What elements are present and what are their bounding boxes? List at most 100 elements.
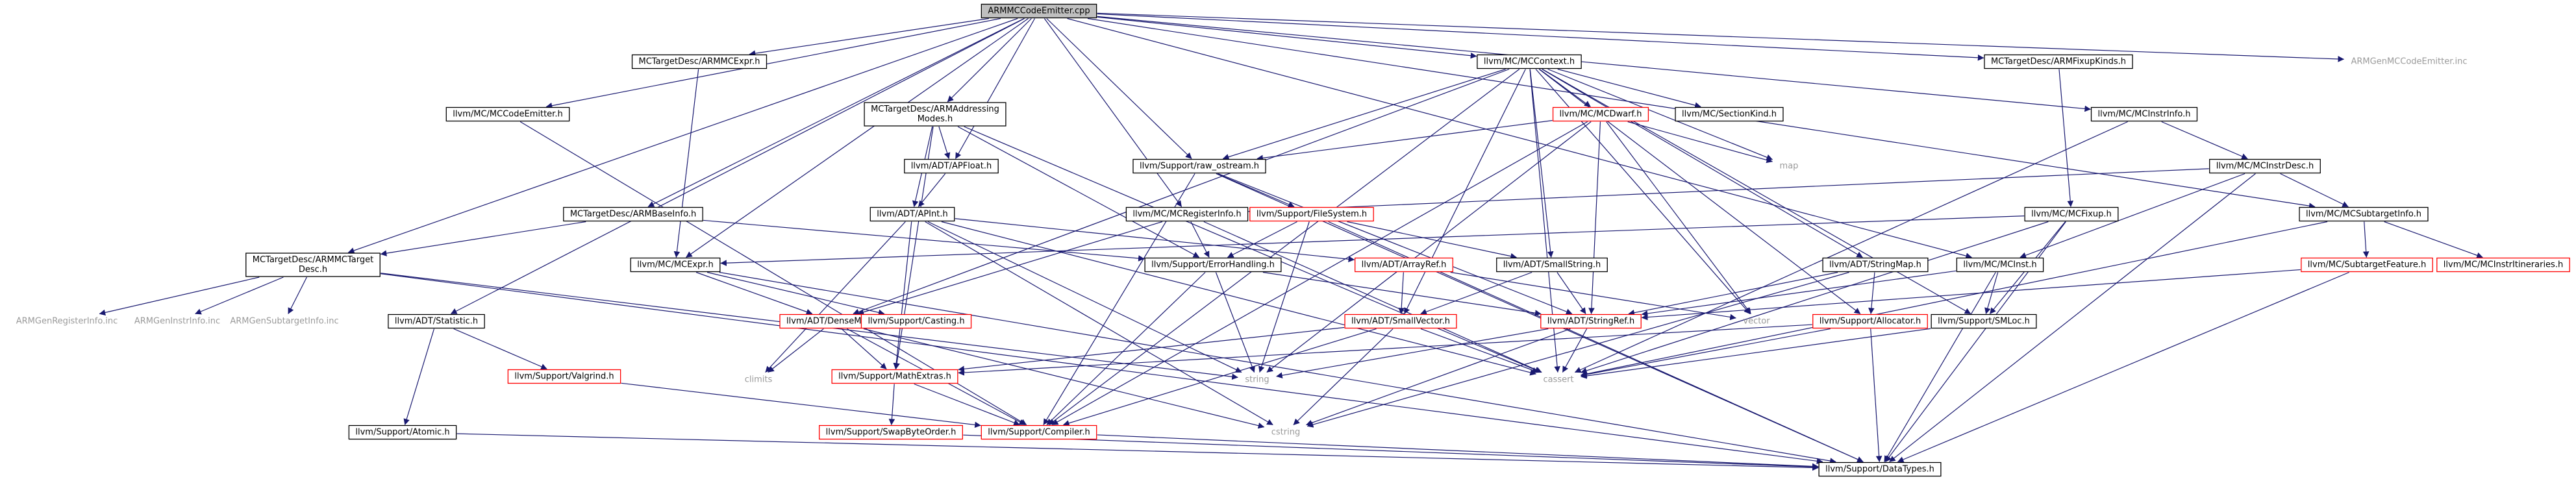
node-box <box>864 102 1007 127</box>
edge-mcreginfo-to-errorhandling <box>1190 221 1210 258</box>
include-edge <box>403 328 435 425</box>
include-edge <box>893 221 912 369</box>
node-arrayref[interactable]: llvm/ADT/ArrayRef.h <box>1355 257 1453 273</box>
include-edge <box>1063 328 1377 426</box>
node-armbaseinfo[interactable]: MCTargetDesc/ARMBaseInfo.h <box>563 206 703 222</box>
node-label: llvm/MC/MCInstrDesc.h <box>2216 162 2314 171</box>
node-stringmap[interactable]: llvm/ADT/StringMap.h <box>1822 257 1929 273</box>
include-edge <box>1627 121 1773 164</box>
node-densemap[interactable]: llvm/ADT/DenseMap.h <box>779 314 887 329</box>
include-edge <box>1420 271 1532 315</box>
node-mathextras[interactable]: llvm/Support/MathExtras.h <box>831 369 958 384</box>
node-smallstring[interactable]: llvm/ADT/SmallString.h <box>1496 257 1608 273</box>
node-statistic[interactable]: llvm/ADT/Statistic.h <box>388 314 485 329</box>
include-edge <box>841 328 887 369</box>
node-label: MCTargetDesc/ARMMCTarget <box>253 255 373 265</box>
include-edge <box>1557 272 1586 314</box>
node-genreginfo: ARMGenRegisterInfo.inc <box>16 317 118 327</box>
node-box <box>2436 257 2570 273</box>
node-stringref[interactable]: llvm/ADT/StringRef.h <box>1540 314 1642 329</box>
edge-root-to-mctx <box>1097 16 1477 59</box>
edge-mctx-to-stringmap <box>1542 68 1863 258</box>
node-label: llvm/Support/SMLoc.h <box>1938 317 2030 327</box>
node-swapbyteorder[interactable]: llvm/Support/SwapByteOrder.h <box>819 425 963 440</box>
node-mcinst[interactable]: llvm/MC/MCInst.h <box>1956 257 2044 273</box>
node-smloc[interactable]: llvm/Support/SMLoc.h <box>1931 314 2037 329</box>
edge-addrmodes-to-apfloat <box>938 126 951 159</box>
edge-mcinstrinfo-to-mcinstrdesc <box>2161 121 2248 160</box>
node-casting[interactable]: llvm/Support/Casting.h <box>860 314 972 329</box>
include-edge <box>1216 173 1864 463</box>
node-cstring: cstring <box>1271 428 1300 438</box>
include-edge <box>1581 328 1931 379</box>
node-gensubinfo: ARMGenSubtargetInfo.inc <box>230 317 338 327</box>
include-edge <box>288 277 307 314</box>
node-label: llvm/ADT/DenseMap.h <box>786 317 880 327</box>
node-box <box>1125 206 1249 222</box>
edge-armmctarget-to-datatypes <box>381 273 1823 465</box>
include-edge <box>1588 121 1601 314</box>
include-edge <box>673 69 699 258</box>
include-edge <box>1581 221 2049 374</box>
node-mcinstrit[interactable]: llvm/MC/MCInstrItineraries.h <box>2436 257 2570 273</box>
node-compiler[interactable]: llvm/Support/Compiler.h <box>981 425 1097 440</box>
node-errorhandling[interactable]: llvm/Support/ErrorHandling.h <box>1144 257 1282 273</box>
node-fixupkinds[interactable]: MCTargetDesc/ARMFixupKinds.h <box>1984 54 2133 69</box>
include-edge <box>857 221 1163 315</box>
include-edge <box>707 271 885 316</box>
include-edge <box>1574 121 2128 373</box>
node-apfloat[interactable]: llvm/ADT/APFloat.h <box>904 158 999 174</box>
node-geninstrinfo: ARMGenInstrInfo.inc <box>134 317 220 327</box>
node-armmcexpr[interactable]: MCTargetDesc/ARMMCExpr.h <box>631 54 768 69</box>
node-datatypes[interactable]: llvm/Support/DataTypes.h <box>1818 462 1942 477</box>
edge-stringref-to-string <box>1276 328 1549 378</box>
node-box <box>1496 257 1608 273</box>
include-edge <box>1097 434 1819 470</box>
node-mccodeemitter[interactable]: llvm/MC/MCCodeEmitter.h <box>445 106 570 122</box>
node-string: string <box>1245 375 1269 385</box>
edge-subfeature-to-stringref <box>1641 269 2301 321</box>
node-box <box>1144 257 1282 273</box>
node-filesystem[interactable]: llvm/Support/FileSystem.h <box>1249 206 1374 222</box>
node-mcexpr[interactable]: llvm/MC/MCExpr.h <box>630 257 721 273</box>
node-mcinstrdesc[interactable]: llvm/MC/MCInstrDesc.h <box>2209 158 2321 174</box>
node-subfeature[interactable]: llvm/MC/SubtargetFeature.h <box>2301 257 2433 273</box>
edge-root-to-apfloat <box>955 18 1036 159</box>
node-mcinstrinfo[interactable]: llvm/MC/MCInstrInfo.h <box>2090 106 2198 122</box>
node-apint[interactable]: llvm/ADT/APInt.h <box>869 206 955 222</box>
node-rawostream[interactable]: llvm/Support/raw_ostream.h <box>1132 158 1266 174</box>
node-box <box>831 369 958 384</box>
edge-addrmodes-to-errorhandling <box>957 126 1200 258</box>
node-atomic[interactable]: llvm/Support/Atomic.h <box>348 425 457 440</box>
include-edge <box>1248 168 2209 215</box>
edge-apint-to-mathextras <box>893 221 912 369</box>
node-mcdwarf[interactable]: llvm/MC/MCDwarf.h <box>1552 106 1649 122</box>
node-sectionkind[interactable]: llvm/MC/SectionKind.h <box>1675 106 1784 122</box>
include-edge <box>1557 68 1701 108</box>
node-root[interactable]: ARMMCCodeEmitter.cpp <box>981 3 1097 19</box>
node-box <box>445 106 570 122</box>
node-box <box>507 369 621 384</box>
node-mcsubinfo[interactable]: llvm/MC/MCSubtargetInfo.h <box>2299 206 2429 222</box>
node-label: llvm/Support/Compiler.h <box>988 428 1090 438</box>
include-edge <box>695 271 813 315</box>
edge-root-to-armmcexpr <box>749 18 989 56</box>
node-label: llvm/Support/FileSystem.h <box>1257 210 1367 219</box>
node-mctx[interactable]: llvm/MC/MCContext.h <box>1477 54 1582 69</box>
node-smallvector[interactable]: llvm/ADT/SmallVector.h <box>1344 314 1457 329</box>
node-label: llvm/Support/raw_ostream.h <box>1140 162 1259 171</box>
node-mcreginfo[interactable]: llvm/MC/MCRegisterInfo.h <box>1125 206 1249 222</box>
node-cassert: cassert <box>1543 375 1573 385</box>
node-allocator[interactable]: llvm/Support/Allocator.h <box>1812 314 1928 329</box>
node-valgrind[interactable]: llvm/Support/Valgrind.h <box>507 369 621 384</box>
edge-smloc-to-cassert <box>1581 328 1931 379</box>
node-box <box>630 257 721 273</box>
node-mcfixup[interactable]: llvm/MC/MCFixup.h <box>2024 206 2119 222</box>
edge-mctx-to-smloc <box>1542 68 1971 315</box>
node-label: llvm/ADT/SmallVector.h <box>1351 317 1450 327</box>
node-gencodeemitter: ARMGenMCCodeEmitter.inc <box>2351 57 2468 67</box>
include-edge <box>2020 173 2245 258</box>
include-edge <box>1984 272 1999 314</box>
